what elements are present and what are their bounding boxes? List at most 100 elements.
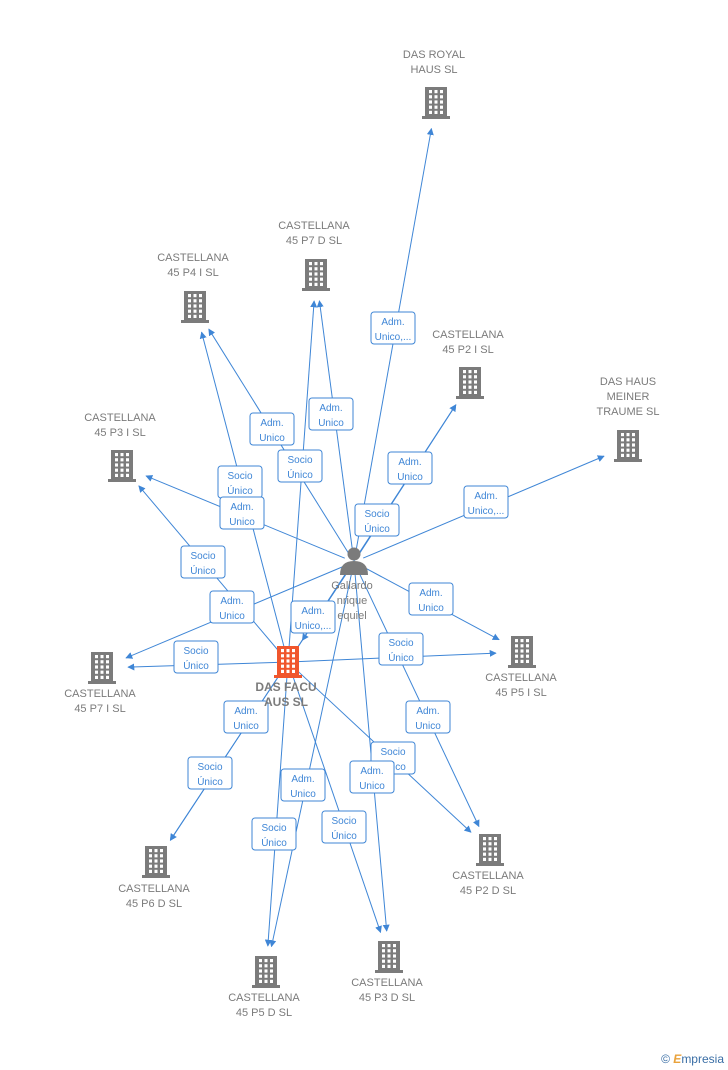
edge-label-text: Unico xyxy=(359,781,385,792)
building-window xyxy=(292,649,295,653)
edge-label[interactable]: Adm. Unico xyxy=(387,451,433,485)
edge-main-p6d xyxy=(169,670,283,841)
building-window xyxy=(106,675,109,679)
edge-label[interactable]: Adm.Unico xyxy=(349,760,395,794)
company-icon xyxy=(88,652,116,684)
edge-label[interactable]: Adm.Unico,... xyxy=(370,311,416,345)
building-base xyxy=(142,875,170,878)
edge-label[interactable]: Adm.Unico xyxy=(223,700,269,734)
edge-label-text: Adm. xyxy=(474,491,497,502)
edge-label[interactable]: Adm.Unico xyxy=(219,496,265,530)
building-base xyxy=(274,675,302,678)
building-window xyxy=(387,959,391,963)
building-window xyxy=(188,294,191,298)
building-window xyxy=(632,443,635,447)
edge-label[interactable]: Adm.Unico,... xyxy=(290,600,336,634)
building-window xyxy=(193,299,197,303)
building-window xyxy=(115,463,118,467)
building-window xyxy=(193,314,197,318)
node-label: MEINER xyxy=(607,391,650,403)
edge-label-text: Adm. xyxy=(301,606,324,617)
copyright-symbol: © xyxy=(661,1052,670,1066)
building-window xyxy=(292,659,295,663)
building-base xyxy=(456,396,484,399)
building-window xyxy=(281,654,284,658)
edge-label-text: Unico,... xyxy=(375,332,412,343)
building-window xyxy=(115,473,118,477)
edge-label-text: Único xyxy=(261,836,287,849)
building-base xyxy=(88,681,116,684)
building-window xyxy=(520,649,524,653)
building-window xyxy=(488,847,492,851)
brand-initial: E xyxy=(673,1052,682,1066)
edge-label[interactable]: Adm.Unico,... xyxy=(463,485,509,519)
building-window xyxy=(474,390,477,394)
node-label: 45 P2 D SL xyxy=(460,885,516,897)
edge-label-text: Unico xyxy=(233,721,259,732)
building-window xyxy=(520,659,524,663)
building-window xyxy=(188,304,191,308)
building-window xyxy=(309,272,312,276)
building-window xyxy=(115,458,118,462)
building-window xyxy=(382,944,385,948)
company-icon xyxy=(108,450,136,482)
building-window xyxy=(382,949,385,953)
node-label: CASTELLANA xyxy=(64,688,136,700)
building-window xyxy=(259,969,262,973)
building-window xyxy=(270,974,273,978)
building-window xyxy=(393,944,396,948)
building-window xyxy=(106,665,109,669)
building-window xyxy=(286,654,290,658)
company-icon xyxy=(614,430,642,462)
edge-label[interactable]: Adm.Unico xyxy=(209,590,255,624)
edge-label-text: Adm. xyxy=(398,457,421,468)
building-window xyxy=(149,864,152,868)
building-window xyxy=(154,869,158,873)
building-window xyxy=(154,859,158,863)
building-window xyxy=(468,390,472,394)
node-label: CASTELLANA xyxy=(351,977,423,989)
edge-label[interactable]: Adm.Unico xyxy=(408,582,454,616)
edge-label[interactable]: Adm.Unico xyxy=(405,700,451,734)
building-window xyxy=(120,463,124,467)
edge-label-text: Unico xyxy=(397,472,423,483)
person-body xyxy=(340,561,368,575)
building-window xyxy=(434,100,438,104)
edge-label-text: Socio xyxy=(287,455,312,466)
edge-label-text: Adm. xyxy=(291,774,314,785)
edge-label-text: Socio xyxy=(183,646,208,657)
building-window xyxy=(281,659,284,663)
edge-label[interactable]: Adm.Unico xyxy=(249,412,295,446)
edge-label[interactable]: Adm.Unico xyxy=(280,768,326,802)
building-window xyxy=(126,458,129,462)
building-window xyxy=(483,837,486,841)
edge-label[interactable]: Adm.Unico xyxy=(308,397,354,431)
building-window xyxy=(494,857,497,861)
building-window xyxy=(100,655,104,659)
building-window xyxy=(320,262,323,266)
building-window xyxy=(292,654,295,658)
